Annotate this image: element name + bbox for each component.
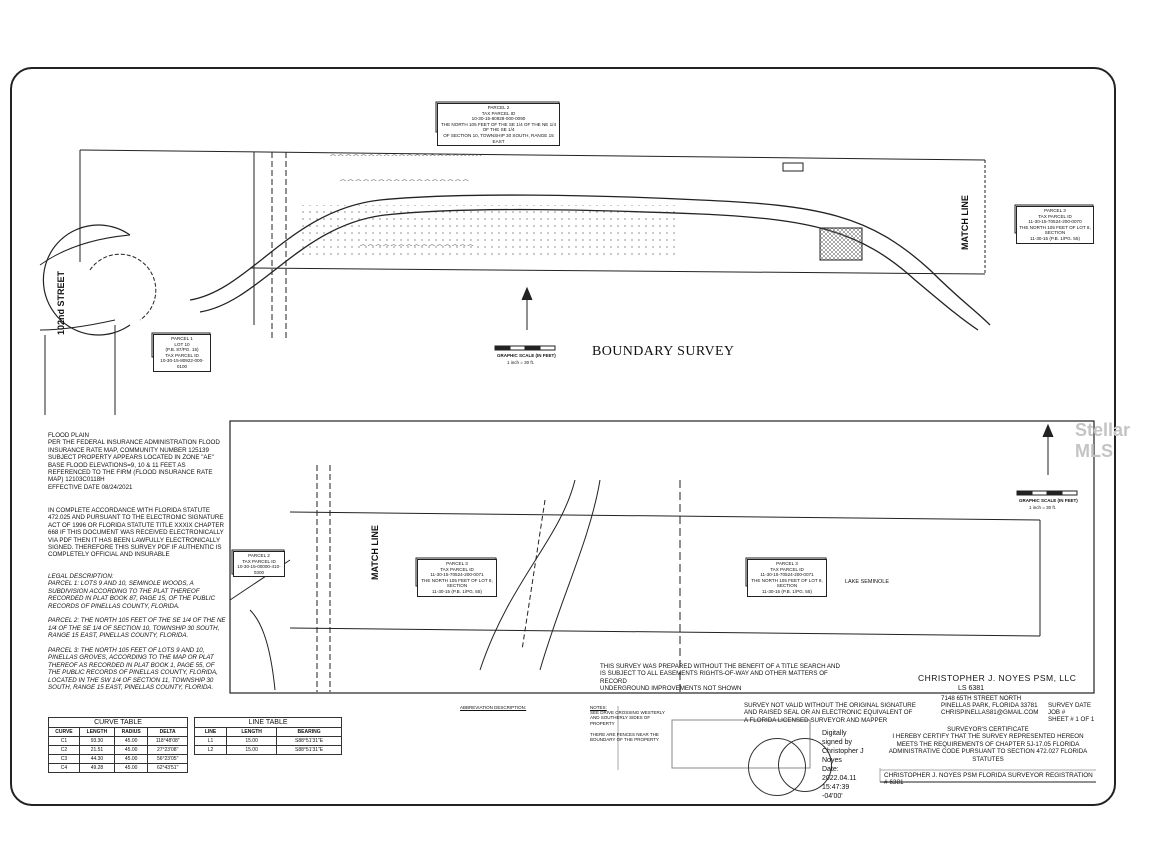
survey-title: BOUNDARY SURVEY: [592, 344, 735, 359]
match-line-lower: MATCH LINE: [370, 525, 380, 580]
lower-south-line: [289, 627, 1041, 637]
lake-label: LAKE SEMINOLE: [845, 579, 890, 585]
svg-text:⌒ ⌒ ⌒ ⌒ ⌒ ⌒ ⌒ ⌒: ⌒ ⌒ ⌒ ⌒ ⌒ ⌒ ⌒ ⌒ ⌒ ⌒ ⌒ ⌒ ⌒ ⌒ ⌒ ⌒ ⌒: [340, 180, 469, 187]
sheet-label: SHEET # 1 OF 1: [1048, 716, 1095, 723]
firm-address-2: PINELLAS PARK, FLORIDA 33781: [941, 702, 1038, 709]
scale-title-lower: GRAPHIC SCALE (In Feet): [1019, 498, 1078, 503]
north-boundary-line: [79, 149, 986, 161]
flood-plain-note: FLOOD PLAIN PER THE FEDERAL INSURANCE AD…: [48, 432, 220, 491]
parcel-2-label-upper: PARCEL 2 TAX PARCEL ID 10-30-15-80928-00…: [437, 103, 560, 147]
surveyor-certificate: SURVEYOR'S CERTIFICATE I HEREBY CERTIFY …: [888, 726, 1088, 763]
parcel-1-label: PARCEL 1 LOT 10 (P.B. 87/PG. 15) TAX PAR…: [153, 334, 211, 372]
stellar-mls-watermark: Stellar MLS: [1075, 420, 1131, 461]
firm-address-1: 7148 65TH STREET NORTH: [941, 695, 1022, 702]
lower-north-line: [289, 511, 1041, 521]
parcel-3-label-upper: PARCEL 3 TAX PARCEL ID 11-30-15-70524-20…: [1016, 206, 1094, 244]
firm-ls: LS 6381: [958, 685, 985, 692]
svg-text:⌒ ⌒ ⌒ ⌒ ⌒ ⌒ ⌒ ⌒ ⌒ ⌒: ⌒ ⌒ ⌒ ⌒ ⌒ ⌒ ⌒ ⌒ ⌒ ⌒ ⌒ ⌒ ⌒ ⌒ ⌒ ⌒ ⌒ ⌒ ⌒ ⌒: [330, 155, 482, 162]
survey-date-label: SURVEY DATE: [1048, 702, 1091, 709]
firm-name: CHRISTOPHER J. NOYES PSM, LLC: [918, 673, 1077, 683]
abbreviation-title: ABBREVIATION DESCRIPTION:: [460, 705, 527, 710]
scale-text-lower: 1 inch = 30 ft.: [1029, 505, 1057, 510]
parcel-2-label-lower: PARCEL 2 TAX PARCEL ID 10-30-15-00000-41…: [233, 551, 285, 578]
scale-title-upper: GRAPHIC SCALE (In Feet): [497, 353, 556, 358]
svg-text:⌒ ⌒ ⌒ ⌒ ⌒ ⌒ ⌒ ⌒: ⌒ ⌒ ⌒ ⌒ ⌒ ⌒ ⌒ ⌒ ⌒ ⌒ ⌒ ⌒ ⌒ ⌒ ⌒: [360, 245, 473, 252]
tree-symbols: ⌒ ⌒ ⌒ ⌒ ⌒ ⌒ ⌒ ⌒ ⌒ ⌒ ⌒ ⌒ ⌒ ⌒ ⌒ ⌒ ⌒ ⌒ ⌒ ⌒ …: [330, 155, 482, 252]
statute-note: IN COMPLETE ACCORDANCE WITH FLORIDA STAT…: [48, 507, 224, 559]
notes-body: SEE DRIVE CROSSING WESTERLY AND SOUTHERL…: [590, 710, 665, 743]
job-label: JOB #: [1048, 709, 1066, 716]
surveyor-seal-overlay: [778, 738, 832, 792]
match-line-upper: MATCH LINE: [960, 195, 970, 250]
title-search-note: THIS SURVEY WAS PREPARED WITHOUT THE BEN…: [600, 663, 840, 693]
notes-title: NOTES:: [590, 705, 607, 710]
south-boundary-line: [249, 267, 986, 275]
digital-signature: Digitally signed by Christopher J Noyes …: [822, 730, 864, 800]
survey-sheet: [10, 67, 1116, 806]
parcel-3-label-lower-a: PARCEL 3 TAX PARCEL ID 11-30-15-70524-20…: [417, 559, 497, 597]
registration-line: CHRISTOPHER J. NOYES PSM FLORIDA SURVEYO…: [884, 772, 1093, 787]
street-label: 102nd STREET: [56, 270, 66, 335]
parcel-3-label-lower-b: PARCEL 3 TAX PARCEL ID 11-30-15-70524-20…: [747, 559, 827, 597]
not-valid-note: SURVEY NOT VALID WITHOUT THE ORIGINAL SI…: [744, 702, 916, 724]
scale-text-upper: 1 inch = 30 ft.: [507, 360, 535, 365]
firm-email: CHRISPINELLAS81@GMAIL.COM: [941, 709, 1039, 716]
legal-description: LEGAL DESCRIPTION: PARCEL 1: LOTS 9 AND …: [48, 573, 226, 692]
